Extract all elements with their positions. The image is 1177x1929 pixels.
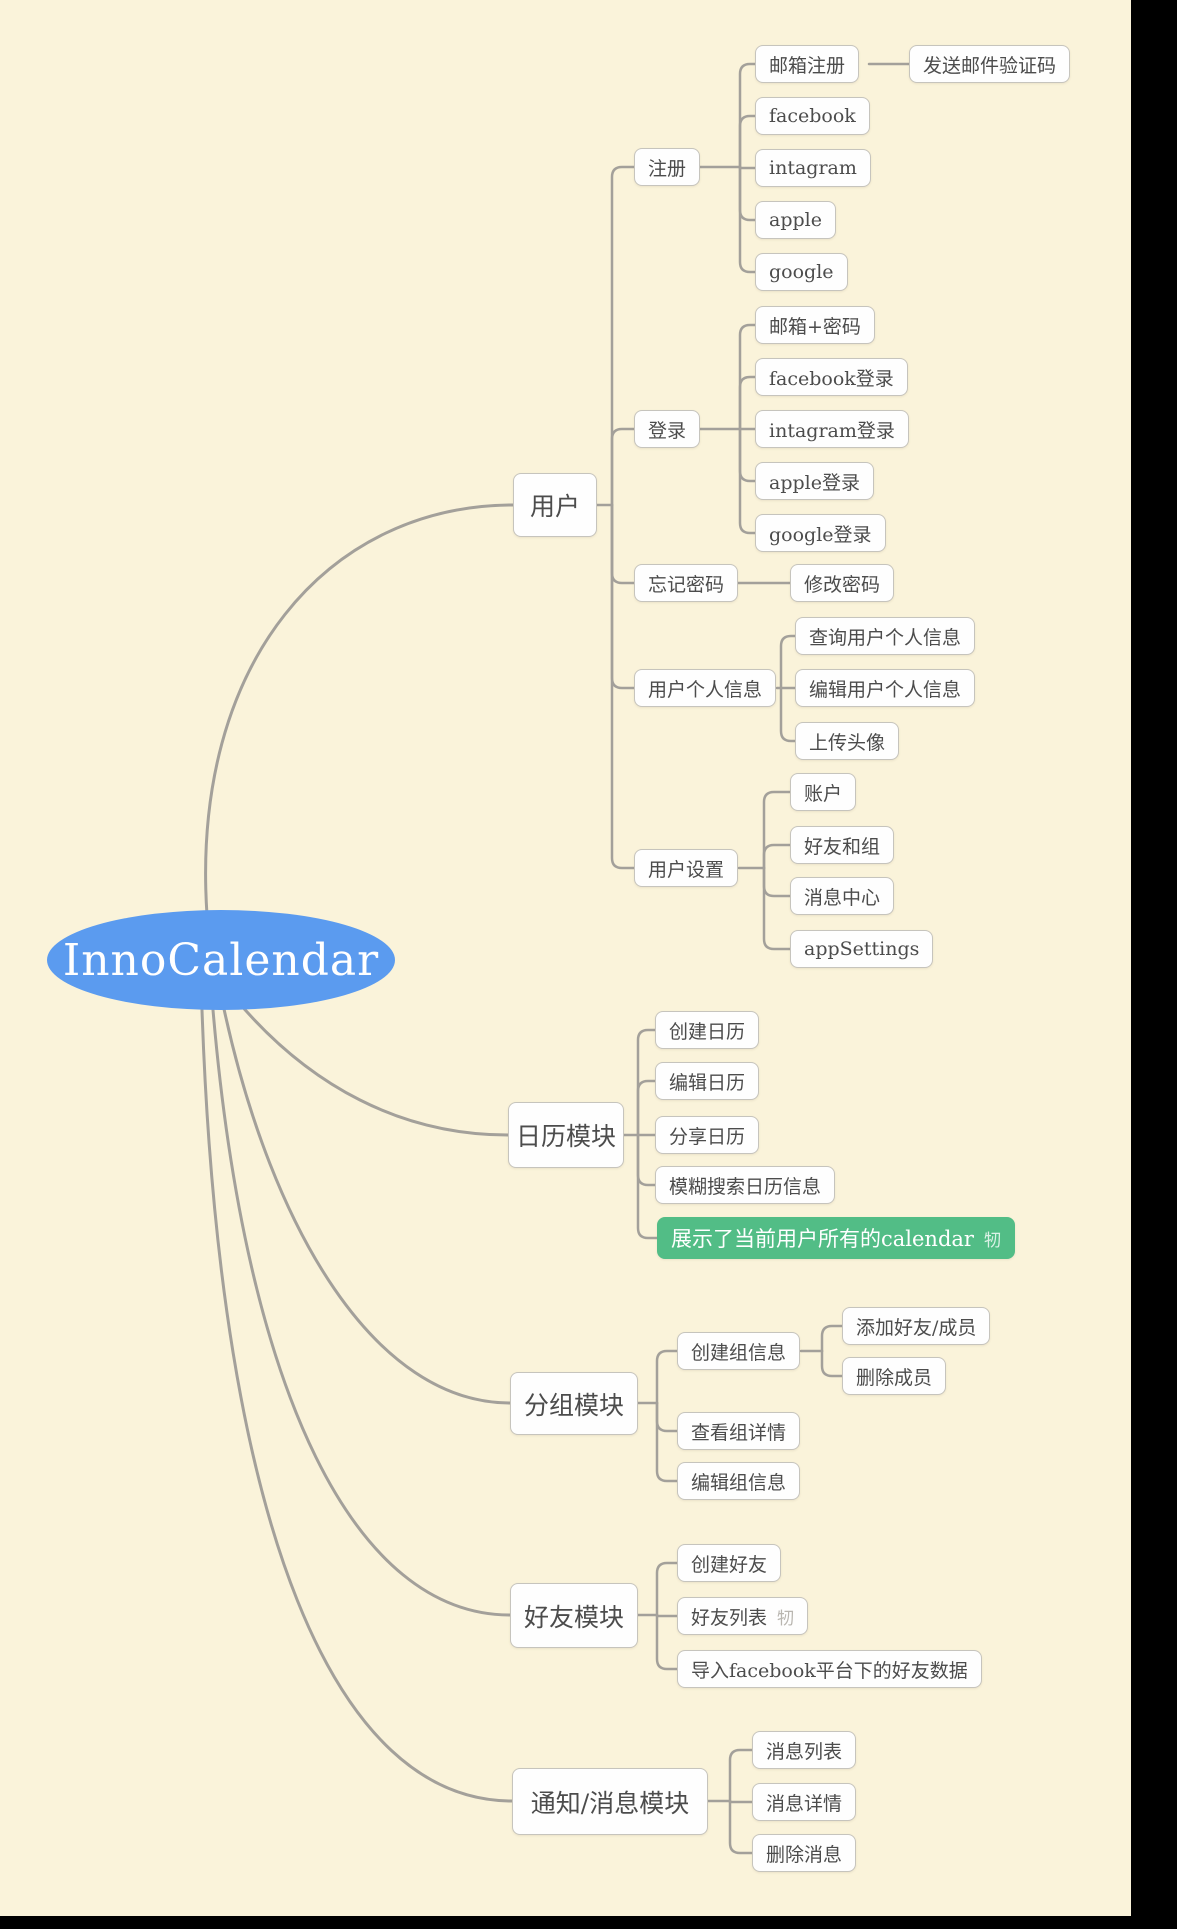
connector-login-children <box>698 323 757 535</box>
topic-show-all-calendars[interactable]: 展示了当前用户所有的calendar 牣 <box>657 1217 1015 1259</box>
topic-view-group-detail[interactable]: 查看组详情 <box>677 1412 801 1450</box>
connector-calendar-children <box>622 1028 659 1240</box>
topic-create-friend[interactable]: 创建好友 <box>677 1544 782 1582</box>
connector-friend-children <box>636 1561 679 1671</box>
topic-apple-login[interactable]: apple登录 <box>755 462 874 500</box>
topic-create-calendar[interactable]: 创建日历 <box>655 1011 760 1049</box>
topic-friend-module[interactable]: 好友模块 <box>510 1583 638 1648</box>
topic-intagram-login[interactable]: intagram登录 <box>755 410 909 448</box>
topic-message-detail[interactable]: 消息详情 <box>752 1783 857 1821</box>
topic-email-register[interactable]: 邮箱注册 <box>755 45 860 83</box>
connector-root-branches <box>200 503 515 1803</box>
topic-facebook-login[interactable]: facebook登录 <box>755 358 908 396</box>
topic-fuzzy-search-calendar[interactable]: 模糊搜索日历信息 <box>655 1166 836 1204</box>
topic-user-settings[interactable]: 用户设置 <box>634 849 739 887</box>
topic-intagram-register[interactable]: intagram <box>755 149 871 187</box>
topic-user[interactable]: 用户 <box>513 473 597 537</box>
topic-calendar-module[interactable]: 日历模块 <box>508 1102 624 1168</box>
connector-settings-children <box>737 790 792 951</box>
friend-list-label: 好友列表 <box>691 1606 768 1629</box>
bottom-black-bar <box>0 1916 1177 1929</box>
topic-message-center[interactable]: 消息中心 <box>790 877 895 915</box>
topic-share-calendar[interactable]: 分享日历 <box>655 1116 760 1154</box>
topic-send-email-code[interactable]: 发送邮件验证码 <box>909 45 1071 83</box>
connector-group-children <box>636 1324 844 1483</box>
show-all-calendars-label: 展示了当前用户所有的calendar <box>671 1227 974 1251</box>
topic-message-module[interactable]: 通知/消息模块 <box>512 1768 708 1835</box>
topic-change-password[interactable]: 修改密码 <box>790 564 895 602</box>
topic-account[interactable]: 账户 <box>790 773 857 811</box>
right-black-bar <box>1131 0 1177 1929</box>
topic-import-facebook-friends[interactable]: 导入facebook平台下的好友数据 <box>677 1650 982 1688</box>
connector-message-children <box>706 1748 754 1855</box>
topic-google-login[interactable]: google登录 <box>755 514 886 552</box>
topic-friends-and-groups[interactable]: 好友和组 <box>790 826 895 864</box>
topic-login[interactable]: 登录 <box>634 410 701 448</box>
connector-register-children <box>698 62 911 274</box>
topic-facebook-register[interactable]: facebook <box>755 97 870 135</box>
marker-icon: 牣 <box>983 1230 1001 1251</box>
topic-friend-list[interactable]: 好友列表 牣 <box>677 1597 809 1635</box>
topic-query-profile[interactable]: 查询用户个人信息 <box>795 617 976 655</box>
topic-register[interactable]: 注册 <box>634 148 701 186</box>
connector-profile-children <box>775 634 797 743</box>
topic-edit-profile[interactable]: 编辑用户个人信息 <box>795 669 976 707</box>
root-topic-innocalendar[interactable]: InnoCalendar <box>47 910 395 1010</box>
topic-message-list[interactable]: 消息列表 <box>752 1731 857 1769</box>
topic-upload-avatar[interactable]: 上传头像 <box>795 722 900 760</box>
topic-create-group[interactable]: 创建组信息 <box>677 1332 801 1370</box>
topic-google-register[interactable]: google <box>755 253 848 291</box>
topic-add-member[interactable]: 添加好友/成员 <box>842 1307 991 1345</box>
connector-user-children <box>595 165 636 870</box>
topic-delete-message[interactable]: 删除消息 <box>752 1834 857 1872</box>
topic-email-password-login[interactable]: 邮箱+密码 <box>755 306 875 344</box>
topic-apple-register[interactable]: apple <box>755 201 836 239</box>
topic-edit-group[interactable]: 编辑组信息 <box>677 1462 801 1500</box>
topic-forgot-password[interactable]: 忘记密码 <box>634 564 739 602</box>
marker-icon: 牣 <box>777 1608 795 1629</box>
topic-app-settings[interactable]: appSettings <box>790 930 934 968</box>
topic-user-profile[interactable]: 用户个人信息 <box>634 669 777 707</box>
topic-remove-member[interactable]: 删除成员 <box>842 1357 947 1395</box>
topic-edit-calendar[interactable]: 编辑日历 <box>655 1062 760 1100</box>
topic-group-module[interactable]: 分组模块 <box>510 1372 638 1435</box>
